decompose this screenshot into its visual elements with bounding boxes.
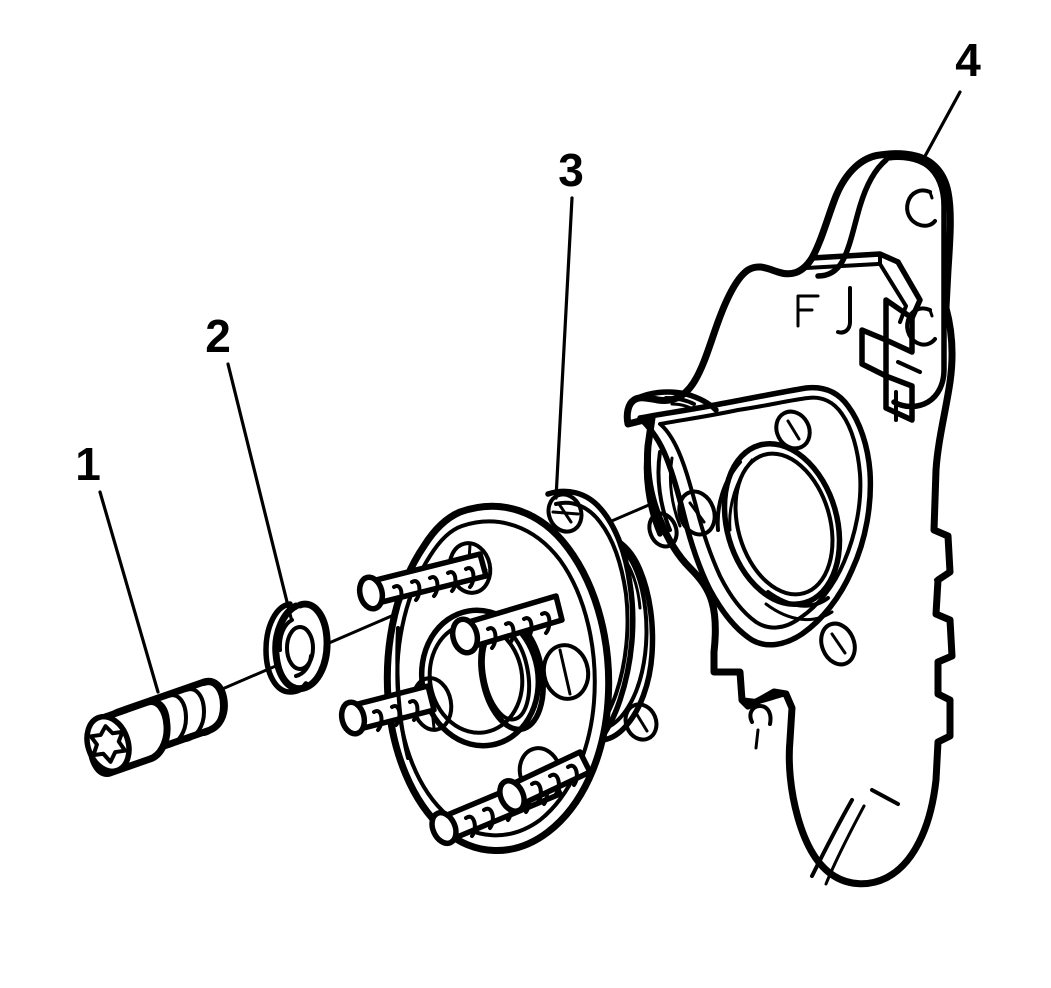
part-lock-washer <box>263 600 331 695</box>
callout-1[interactable]: 1 <box>75 438 160 694</box>
leader-line-4 <box>922 90 962 160</box>
wheel-stud <box>338 683 437 737</box>
wheel-stud <box>356 551 489 612</box>
callout-2[interactable]: 2 <box>205 310 293 620</box>
part-steering-knuckle <box>623 150 956 888</box>
callout-layer: 1 2 3 4 <box>75 34 981 694</box>
callout-3[interactable]: 3 <box>554 144 584 500</box>
callout-label-2: 2 <box>205 310 231 362</box>
callout-label-3: 3 <box>558 144 584 196</box>
wheel-stud <box>497 749 593 814</box>
leader-line-2 <box>226 362 293 620</box>
part-bolt <box>84 677 228 777</box>
callout-label-1: 1 <box>75 438 101 490</box>
leader-line-3 <box>554 196 574 500</box>
callout-4[interactable]: 4 <box>922 34 981 160</box>
callout-label-4: 4 <box>955 34 981 86</box>
leader-line-1 <box>98 490 160 694</box>
part-hub-and-bearing <box>338 488 659 854</box>
wheel-stud <box>449 593 565 656</box>
